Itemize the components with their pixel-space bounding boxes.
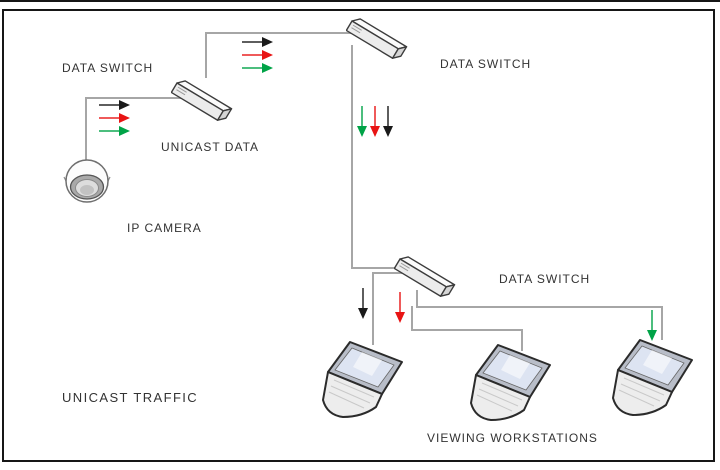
- network-switch-icon: [170, 80, 233, 121]
- traffic-arrow-black: [99, 100, 130, 110]
- link-switch2-drop: [351, 45, 353, 269]
- viewing-workstations-label: VIEWING WORKSTATIONS: [427, 431, 598, 445]
- traffic-arrow-red: [242, 50, 273, 60]
- laptop-icon: [470, 344, 551, 421]
- link-camera-stem: [85, 98, 87, 162]
- link-camera-to-switch1: [85, 97, 181, 99]
- unicast-traffic-caption: UNICAST TRAFFIC: [62, 390, 199, 405]
- data-switch-3-label: DATA SWITCH: [499, 272, 591, 286]
- link-switch3-to-workstation1: [372, 272, 374, 345]
- unicast-arrows-camera-to-switch1: [99, 100, 130, 136]
- unicast-data-label: UNICAST DATA: [161, 140, 260, 154]
- data-switch-1-icon: [170, 73, 243, 127]
- data-switch-3-icon: [393, 249, 466, 303]
- dome-camera-icon: [63, 159, 111, 203]
- data-switch-2-label: DATA SWITCH: [440, 57, 532, 71]
- unicast-arrows-switch1-to-switch2: [242, 37, 273, 73]
- traffic-arrow-red: [370, 106, 380, 137]
- link-to-workstation2: [521, 329, 523, 351]
- link-switch3-branch3-h: [416, 306, 663, 308]
- workstation-1-icon: [320, 340, 412, 424]
- unicast-arrow-to-workstation3: [647, 310, 657, 341]
- traffic-arrow-green: [357, 106, 367, 137]
- link-switch3-stub: [416, 290, 418, 308]
- laptop-icon: [322, 341, 403, 418]
- workstation-3-icon: [610, 338, 702, 422]
- traffic-arrow-green: [647, 310, 657, 341]
- image-top-edge-line: [0, 0, 720, 2]
- laptop-icon: [612, 339, 693, 416]
- traffic-arrow-black: [242, 37, 273, 47]
- workstation-2-icon: [468, 343, 560, 427]
- network-switch-icon: [345, 18, 408, 59]
- data-switch-1-label: DATA SWITCH: [62, 61, 154, 75]
- ip-camera-label: IP CAMERA: [127, 221, 202, 235]
- traffic-arrow-red: [395, 292, 405, 323]
- link-switch3-branch2-h: [411, 329, 523, 331]
- traffic-arrow-black: [383, 106, 393, 137]
- traffic-arrow-black: [358, 288, 368, 319]
- unicast-arrow-to-workstation2: [395, 292, 405, 323]
- network-switch-icon: [393, 256, 456, 297]
- traffic-arrow-green: [99, 126, 130, 136]
- traffic-arrow-red: [99, 113, 130, 123]
- unicast-arrows-switch2-down: [357, 106, 393, 137]
- link-switch1-riser: [205, 33, 207, 78]
- link-to-workstation3: [661, 306, 663, 340]
- link-switch1-to-switch2: [205, 32, 353, 34]
- ip-camera-icon: [61, 157, 113, 209]
- link-switch3-branch1-h: [372, 272, 402, 274]
- link-to-switch3: [351, 267, 401, 269]
- traffic-arrow-green: [242, 63, 273, 73]
- data-switch-2-icon: [345, 11, 418, 65]
- link-branch2-drop: [411, 306, 413, 331]
- unicast-arrow-to-workstation1: [358, 288, 368, 319]
